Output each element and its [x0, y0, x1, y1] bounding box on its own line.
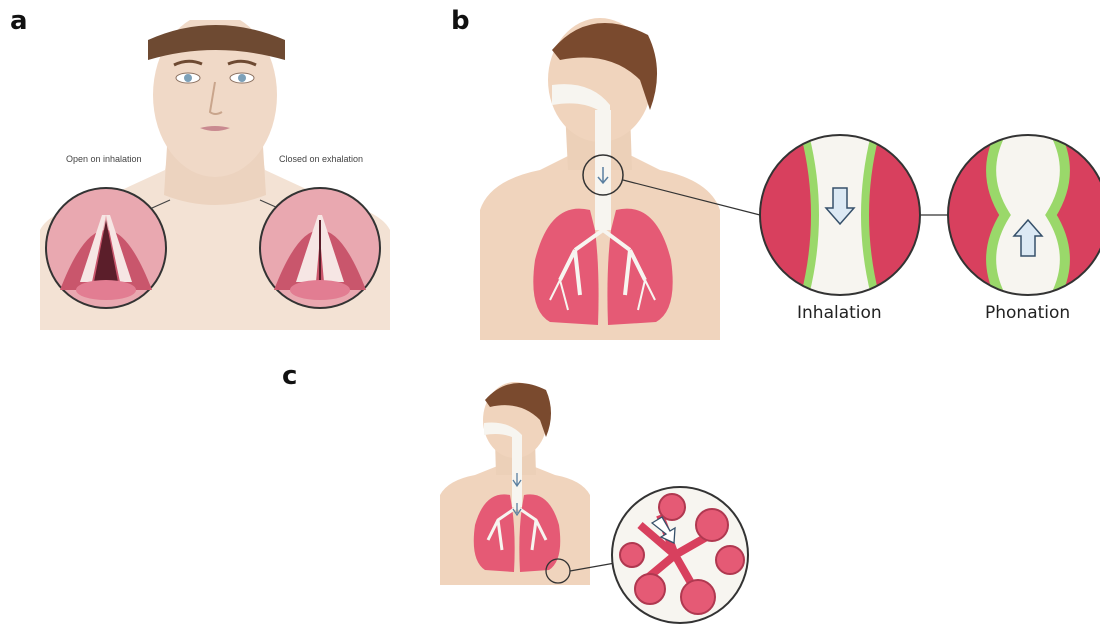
alveolus	[620, 543, 644, 567]
panel-b-illustration	[480, 10, 1100, 340]
alveolus	[696, 509, 728, 541]
panel-c-illustration	[440, 375, 770, 627]
panel-a-illustration	[40, 20, 390, 330]
alveolus	[635, 574, 665, 604]
label-inhalation: Inhalation	[797, 303, 882, 323]
phonation-circle	[948, 135, 1100, 295]
label-phonation: Phonation	[985, 303, 1070, 323]
panel-label-c: c	[282, 363, 297, 389]
caption-open-on-inhalation: Open on inhalation	[66, 154, 142, 164]
larynx-closed-circle	[260, 188, 380, 308]
alveoli-circle	[610, 485, 750, 625]
caption-closed-on-exhalation: Closed on exhalation	[279, 154, 363, 164]
inhalation-circle	[760, 135, 920, 295]
alveolus	[681, 580, 715, 614]
panel-label-b: b	[451, 8, 470, 34]
alveolus	[659, 494, 685, 520]
trachea	[512, 437, 522, 507]
larynx-open-circle	[46, 188, 166, 308]
panel-label-a: a	[10, 8, 28, 34]
alveolus	[716, 546, 744, 574]
